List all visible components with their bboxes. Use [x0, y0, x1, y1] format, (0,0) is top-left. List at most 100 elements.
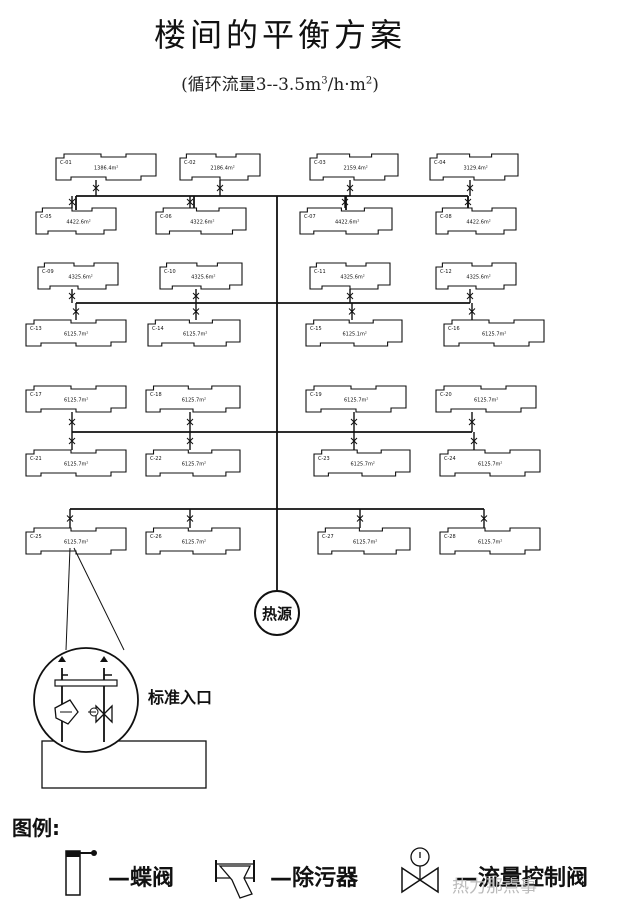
- building-outline: [309, 153, 399, 181]
- building-outline: [179, 153, 261, 181]
- building-outline: [25, 527, 127, 555]
- building-area-label: 6125.7m²: [182, 462, 206, 468]
- building-id-label: C-04: [434, 160, 446, 166]
- branch-valve-icon: [466, 184, 474, 192]
- strainer-icon: [215, 860, 255, 899]
- branch-valve-icon: [466, 292, 474, 300]
- building-outline: [439, 449, 541, 477]
- building-id-label: C-15: [310, 326, 322, 332]
- building-id-label: C-02: [184, 160, 196, 166]
- heat-source-node: [254, 590, 300, 636]
- building-area-label: 6125.7m²: [64, 462, 88, 468]
- building-id-label: C-08: [440, 214, 452, 220]
- building-outline: [309, 262, 391, 290]
- branch-valve-icon: [348, 308, 356, 315]
- building-block: C-21 6125.7m²: [25, 432, 127, 477]
- leader-line: [65, 547, 71, 651]
- building-outline: [429, 153, 519, 181]
- building-id-label: C-22: [150, 456, 162, 462]
- building-id-label: C-28: [444, 534, 456, 540]
- branch-valve-icon: [356, 515, 364, 522]
- branch-valve-icon: [350, 418, 358, 426]
- branch-valve-icon: [186, 198, 194, 206]
- building-id-label: C-12: [440, 269, 452, 275]
- building-outline: [155, 207, 247, 235]
- building-area-label: 6125.7m²: [64, 540, 88, 546]
- flow-control-valve-icon: [401, 847, 439, 894]
- branch-valve-icon: [464, 198, 472, 206]
- building-area-label: 1386.4m²: [94, 166, 118, 172]
- building-block: C-28 6125.7m²: [439, 509, 541, 555]
- building-area-label: 6125.7m²: [474, 398, 498, 404]
- building-block: C-15 6125.1m²: [305, 303, 403, 347]
- butterfly-valve-icon: [65, 850, 97, 896]
- branch-valve-icon: [350, 437, 358, 445]
- legend-icons: [65, 847, 439, 899]
- flow-control-valve-icon: [95, 704, 113, 724]
- building-outline: [305, 385, 407, 413]
- building-area-label: 6125.7m²: [350, 462, 374, 468]
- page-title: 楼间的平衡方案: [153, 16, 406, 54]
- building-area-label: 6125.7m²: [183, 332, 207, 338]
- butterfly-valve-icon: [54, 679, 118, 687]
- building-outline: [435, 385, 537, 413]
- branch-valve-icon: [480, 515, 488, 522]
- building-area-label: 6125.7m²: [182, 540, 206, 546]
- building-outline: [147, 319, 241, 347]
- building-area-label: 6125.7m²: [353, 540, 377, 546]
- building-id-label: C-19: [310, 392, 322, 398]
- building-area-label: 4325.6m²: [340, 275, 364, 281]
- building-id-label: C-07: [304, 214, 316, 220]
- branch-valve-icon: [470, 437, 478, 445]
- legend-butterfly-valve-label: —蝶阀: [108, 866, 175, 891]
- branch-valve-icon: [346, 184, 354, 192]
- building-outline: [443, 319, 545, 347]
- building-outline: [55, 153, 157, 181]
- building-area-label: 6125.7m²: [182, 398, 206, 404]
- building-area-label: 4422.6m²: [66, 220, 90, 226]
- building-outline: [145, 449, 241, 477]
- arrow-icon: [100, 656, 108, 662]
- building-id-label: C-21: [30, 456, 42, 462]
- building-outline: [159, 262, 243, 290]
- branch-valve-icon: [468, 418, 476, 426]
- building-outline: [145, 527, 241, 555]
- building-id-label: C-24: [444, 456, 456, 462]
- building-id-label: C-17: [30, 392, 42, 398]
- building-block: C-22 6125.7m²: [145, 432, 241, 477]
- building-outline: [35, 207, 117, 235]
- building-id-label: C-05: [40, 214, 52, 220]
- building-id-label: C-16: [448, 326, 460, 332]
- building-area-label: 6125.7m²: [478, 540, 502, 546]
- building-outline: [435, 207, 517, 235]
- branch-valve-icon: [468, 308, 476, 315]
- building-area-label: 4325.6m²: [191, 275, 215, 281]
- building-outline: [145, 385, 241, 413]
- legend-strainer-label: —除污器: [270, 866, 359, 891]
- building-id-label: C-09: [42, 269, 54, 275]
- building-block: C-05 4422.6m²: [35, 196, 117, 235]
- building-outline: [25, 319, 127, 347]
- branch-valve-icon: [216, 184, 224, 192]
- building-area-label: 4325.6m²: [466, 275, 490, 281]
- branch-valve-icon: [66, 515, 74, 522]
- building-id-label: C-23: [318, 456, 330, 462]
- branch-valve-icon: [92, 184, 100, 192]
- branch-valve-icon: [192, 292, 200, 300]
- building-area-label: 6125.1m²: [342, 332, 366, 338]
- legend-flow-control-valve-label: —流量控制阀: [456, 866, 589, 891]
